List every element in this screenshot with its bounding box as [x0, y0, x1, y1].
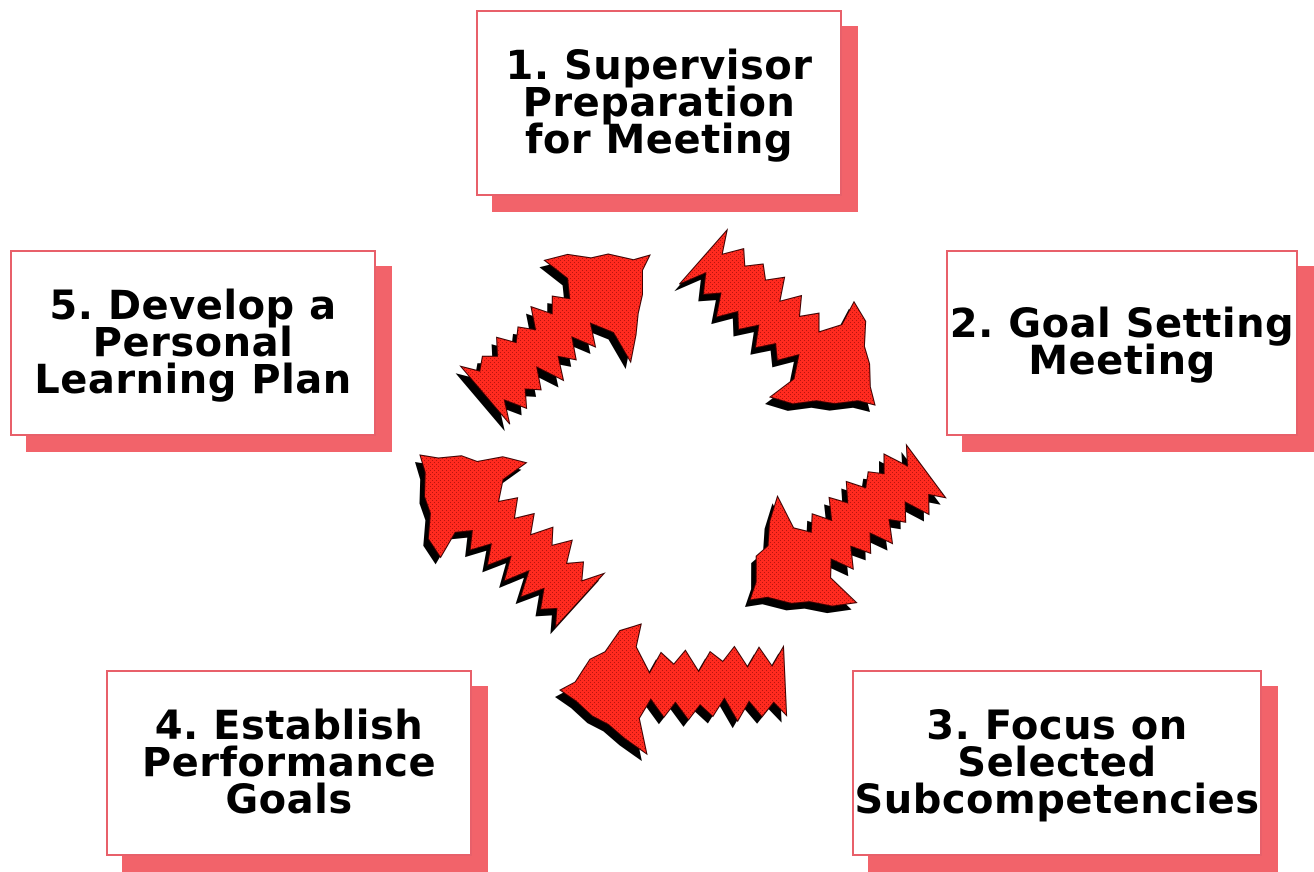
arrow-body [749, 443, 947, 607]
step-3-label: 3. Focus on Selected Subcompetencies [854, 702, 1260, 823]
step-1-box: 1. Supervisor Preparation for Meeting [476, 10, 842, 196]
cycle-arrow-4-to-5 [415, 454, 606, 635]
arrow-body [559, 623, 788, 756]
step-4-label: 4. Establish Performance Goals [141, 702, 437, 823]
step-4-box: 4. Establish Performance Goals [106, 670, 472, 856]
step-1-label: 1. Supervisor Preparation for Meeting [505, 42, 813, 163]
cycle-arrow-1-to-2 [674, 228, 876, 412]
arrow-body [678, 228, 876, 406]
cycle-arrow-2-to-3 [745, 443, 947, 614]
step-2-label: 2. Goal Setting Meeting [949, 301, 1295, 384]
step-2-box: 2. Goal Setting Meeting [946, 250, 1298, 436]
step-3-box: 3. Focus on Selected Subcompetencies [852, 670, 1262, 856]
cycle-arrow-3-to-4 [555, 623, 788, 762]
arrow-body [459, 253, 651, 425]
arrow-body [419, 454, 606, 629]
cycle-arrow-5-to-1 [455, 253, 651, 432]
step-5-box: 5. Develop a Personal Learning Plan [10, 250, 376, 436]
step-5-label: 5. Develop a Personal Learning Plan [34, 282, 352, 403]
